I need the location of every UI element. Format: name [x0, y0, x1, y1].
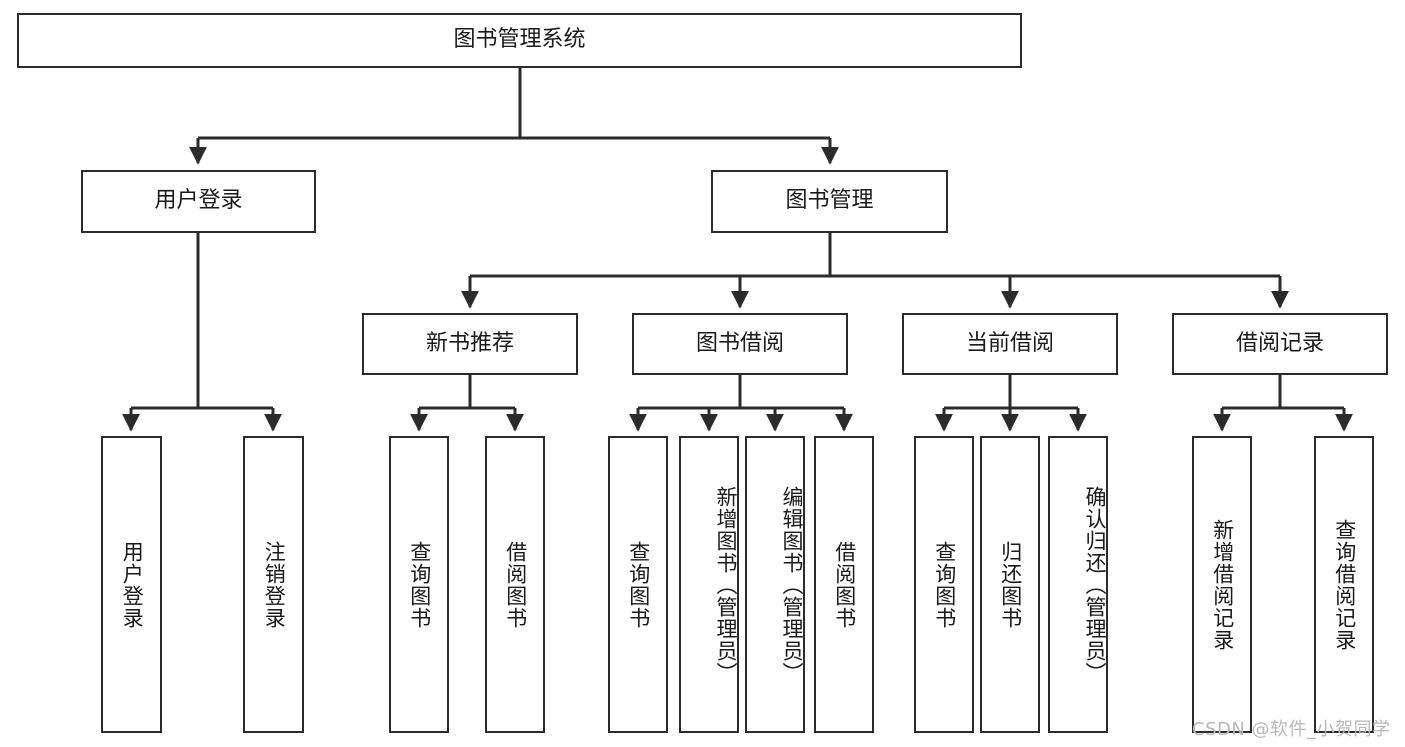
node-book-borrow[interactable]: 图书借阅 — [632, 313, 848, 375]
node-leaf-confirm-return-admin[interactable]: 确认归还（管理员） — [1048, 436, 1108, 733]
node-current-borrow[interactable]: 当前借阅 — [902, 313, 1118, 375]
node-leaf-borrow-books-recommend[interactable]: 借阅图书 — [485, 436, 545, 733]
node-root-system[interactable]: 图书管理系统 — [17, 13, 1022, 68]
node-user-login[interactable]: 用户登录 — [81, 170, 316, 233]
node-leaf-return-books[interactable]: 归还图书 — [980, 436, 1040, 733]
node-leaf-add-book-admin[interactable]: 新增图书（管理员） — [679, 436, 739, 733]
node-leaf-query-books-current[interactable]: 查询图书 — [914, 436, 974, 733]
node-leaf-borrow-books[interactable]: 借阅图书 — [814, 436, 874, 733]
node-leaf-edit-book-admin[interactable]: 编辑图书（管理员） — [745, 436, 805, 733]
node-borrow-records[interactable]: 借阅记录 — [1172, 313, 1388, 375]
node-leaf-add-borrow-record[interactable]: 新增借阅记录 — [1192, 436, 1252, 733]
node-book-management[interactable]: 图书管理 — [711, 170, 948, 233]
node-new-book-recommend[interactable]: 新书推荐 — [362, 313, 578, 375]
node-leaf-logout[interactable]: 注销登录 — [243, 436, 304, 733]
node-leaf-query-books-recommend[interactable]: 查询图书 — [389, 436, 449, 733]
node-leaf-user-login[interactable]: 用户登录 — [101, 436, 162, 733]
node-leaf-query-borrow-record[interactable]: 查询借阅记录 — [1314, 436, 1374, 733]
node-leaf-query-books-borrow[interactable]: 查询图书 — [608, 436, 668, 733]
